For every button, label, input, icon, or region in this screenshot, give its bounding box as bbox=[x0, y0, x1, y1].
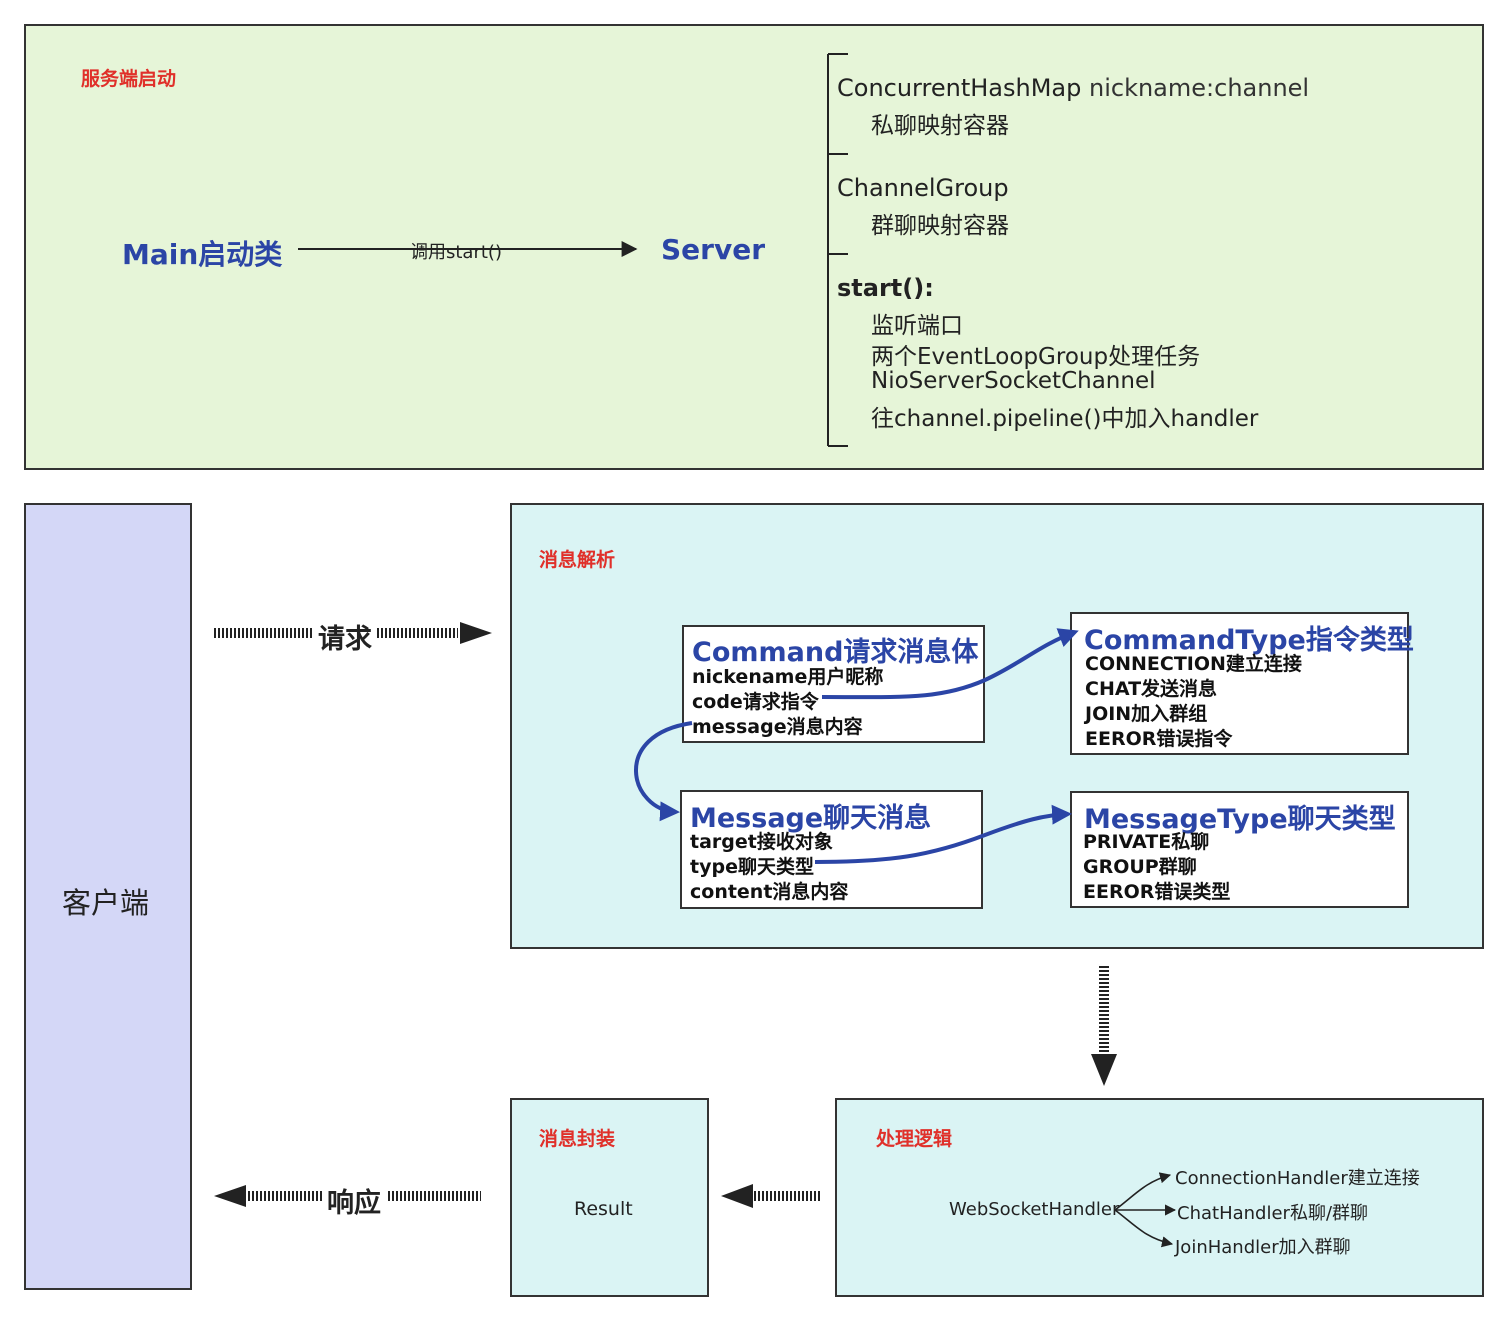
message-field: target接收对象 bbox=[690, 831, 833, 853]
channel-group-desc: 群聊映射容器 bbox=[871, 213, 1009, 239]
concurrent-hashmap-value: nickname:channel bbox=[1089, 74, 1310, 102]
concurrent-hashmap-line: ConcurrentHashMap nickname:channel bbox=[837, 74, 1309, 102]
message-title: Message聊天消息 bbox=[690, 803, 932, 834]
message-type-field: PRIVATE私聊 bbox=[1083, 831, 1210, 853]
handler-label: JoinHandler加入群聊 bbox=[1175, 1237, 1351, 1258]
concurrent-hashmap-name: ConcurrentHashMap bbox=[837, 74, 1082, 102]
handler-fanout-arrows bbox=[1114, 1172, 1177, 1248]
server-panel-title: 服务端启动 bbox=[81, 68, 177, 90]
code-to-commandtype-connector bbox=[821, 628, 1079, 700]
start-item: NioServerSocketChannel bbox=[871, 368, 1156, 394]
logic-panel-title: 处理逻辑 bbox=[876, 1128, 953, 1150]
message-type-title: MessageType聊天类型 bbox=[1084, 804, 1396, 835]
message-wrap-title: 消息封装 bbox=[539, 1128, 616, 1150]
call-start-label: 调用start() bbox=[408, 238, 504, 264]
message-wrap-panel bbox=[510, 1098, 709, 1297]
client-panel bbox=[24, 503, 192, 1290]
logic-to-wrap-arrow bbox=[721, 1184, 822, 1208]
command-type-field: CONNECTION建立连接 bbox=[1085, 653, 1302, 675]
message-to-message-connector bbox=[634, 721, 693, 822]
channel-group-label: ChannelGroup bbox=[837, 174, 1009, 202]
command-type-field: JOIN加入群组 bbox=[1085, 703, 1208, 725]
command-field: message消息内容 bbox=[692, 716, 863, 738]
start-method-label: start(): bbox=[837, 274, 934, 302]
client-label: 客户端 bbox=[62, 886, 150, 920]
command-box bbox=[682, 625, 985, 743]
command-field: code请求指令 bbox=[692, 691, 819, 713]
main-class-label: Main启动类 bbox=[122, 238, 283, 271]
message-parse-title: 消息解析 bbox=[539, 549, 616, 571]
message-type-field: EEROR错误类型 bbox=[1083, 881, 1231, 903]
server-bracket bbox=[827, 53, 848, 447]
response-label: 响应 bbox=[325, 1181, 383, 1220]
handler-label: ChatHandler私聊/群聊 bbox=[1177, 1203, 1369, 1224]
concurrent-hashmap-desc: 私聊映射容器 bbox=[871, 113, 1009, 139]
command-type-field: EEROR错误指令 bbox=[1085, 728, 1233, 750]
request-label: 请求 bbox=[316, 617, 374, 656]
parse-to-logic-arrow bbox=[1091, 966, 1117, 1086]
command-title: Command请求消息体 bbox=[692, 637, 979, 668]
type-to-messagetype-connector bbox=[814, 804, 1072, 864]
handler-label: ConnectionHandler建立连接 bbox=[1175, 1168, 1420, 1189]
start-item: 监听端口 bbox=[871, 313, 963, 339]
command-type-title: CommandType指令类型 bbox=[1084, 625, 1414, 656]
message-field: content消息内容 bbox=[690, 881, 849, 903]
response-arrow bbox=[214, 1185, 481, 1207]
command-field: nickename用户昵称 bbox=[692, 666, 884, 688]
command-type-box bbox=[1070, 612, 1409, 755]
result-label: Result bbox=[574, 1198, 633, 1220]
message-type-box bbox=[1070, 791, 1409, 908]
message-type-field: GROUP群聊 bbox=[1083, 856, 1197, 878]
server-panel bbox=[24, 24, 1484, 470]
start-item: 两个EventLoopGroup处理任务 bbox=[871, 344, 1201, 370]
start-item: 往channel.pipeline()中加入handler bbox=[871, 406, 1259, 432]
request-arrow bbox=[214, 622, 492, 644]
message-field: type聊天类型 bbox=[690, 856, 814, 878]
command-type-field: CHAT发送消息 bbox=[1085, 678, 1218, 700]
server-label: Server bbox=[661, 233, 766, 266]
websocket-handler-label: WebSocketHandler bbox=[949, 1199, 1120, 1220]
logic-panel bbox=[835, 1098, 1484, 1297]
